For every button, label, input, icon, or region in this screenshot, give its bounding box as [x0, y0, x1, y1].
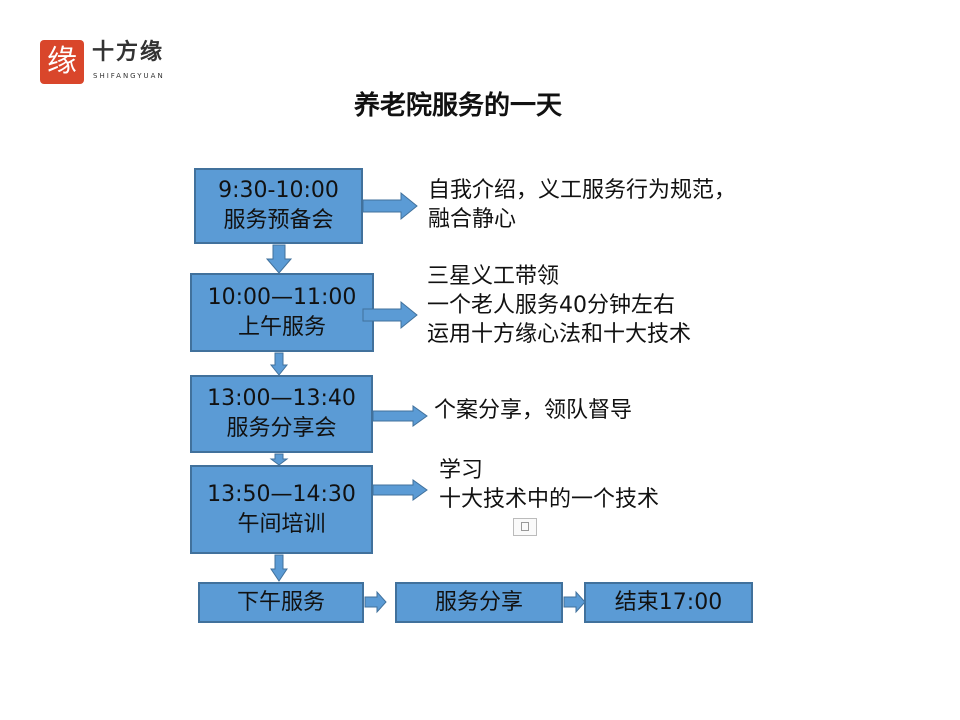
step-notes-1: 自我介绍，义工服务行为规范， 融合静心	[428, 176, 736, 234]
arrow-down-icon	[265, 244, 293, 274]
paste-options-icon[interactable]	[513, 518, 537, 536]
note-line: 一个老人服务40分钟左右	[427, 293, 675, 318]
step-box-3: 13:00—13:40 服务分享会	[190, 375, 373, 453]
step-box-1: 9:30-10:00 服务预备会	[194, 168, 363, 244]
step-name: 上午服务	[237, 314, 326, 340]
step-notes-3: 个案分享，领队督导	[434, 396, 632, 425]
step-time: 13:50—14:30	[207, 481, 356, 507]
note-line: 三星义工带领	[427, 264, 560, 289]
logo: 缘 十方缘 SHIFANGYUAN	[40, 40, 180, 86]
logo-name: 十方缘	[92, 40, 165, 65]
bottom-box-2: 服务分享	[395, 582, 563, 623]
note-line: 学习	[439, 458, 484, 483]
step-time: 9:30-10:00	[218, 178, 339, 203]
step-notes-2: 三星义工带领一个老人服务40分钟左右运用十方缘心法和十大技术	[427, 262, 691, 349]
note-line: 个案分享，领队督导	[434, 398, 633, 423]
arrow-right-icon	[372, 479, 428, 501]
arrow-right-icon	[372, 405, 428, 427]
bottom-box-1: 下午服务	[198, 582, 364, 623]
note-line: 自我介绍，义工服务行为规范，	[428, 178, 737, 203]
logo-subtitle: SHIFANGYUAN	[93, 72, 165, 80]
step-time: 13:00—13:40	[207, 386, 356, 411]
logo-seal: 缘	[40, 40, 84, 84]
arrow-down-icon	[269, 453, 289, 466]
arrow-down-icon	[269, 352, 289, 376]
arrow-right-icon	[362, 300, 418, 330]
clipboard-glyph-icon	[521, 522, 529, 531]
step-name: 服务预备会	[223, 208, 334, 233]
page-title: 养老院服务的一天	[353, 91, 562, 121]
note-line: 融合静心	[428, 207, 517, 232]
step-box-4: 13:50—14:30 午间培训	[190, 465, 373, 554]
arrow-right-icon	[364, 590, 387, 614]
arrow-right-icon	[362, 191, 418, 221]
bottom-box-3: 结束17:00	[584, 582, 753, 623]
step-box-2: 10:00—11:00 上午服务	[190, 273, 374, 352]
step-notes-4: 学习十大技术中的一个技术	[439, 456, 659, 514]
seal-glyph: 缘	[47, 44, 77, 79]
step-name: 服务分享会	[226, 416, 337, 441]
step-time: 10:00—11:00	[207, 284, 357, 310]
arrow-down-icon	[270, 554, 288, 582]
arrow-right-icon	[563, 590, 586, 614]
step-name: 午间培训	[237, 511, 326, 537]
note-line: 十大技术中的一个技术	[439, 487, 660, 512]
note-line: 运用十方缘心法和十大技术	[427, 322, 692, 347]
